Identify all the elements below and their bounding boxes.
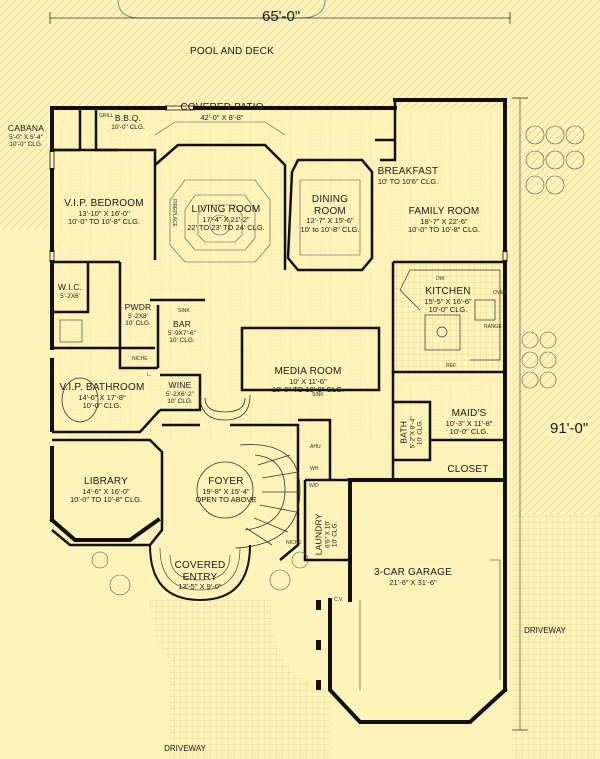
driveway-right-label: DRIVEWAY (524, 626, 566, 635)
cv-label: C.V. (334, 597, 344, 603)
covered-entry-label: COVERED ENTRY 13'-5" X 9'-0" (174, 560, 226, 591)
living-room-label: LIVING ROOM 17'-4" X 21'-2" 22' TO 23' T… (187, 204, 265, 233)
garage-label: 3-CAR GARAGE 21'-6" X 31'-6" (374, 567, 452, 587)
vip-bathroom-label: V.I.P. BATHROOM 14'-6" X 17'-8" 10'-0" C… (59, 382, 145, 411)
breakfast-label: BREAKFAST 10' TO 10'6" CLG. (377, 166, 439, 186)
wine-label: WINE 5'-2X6'-2" 10' CLG. (166, 380, 194, 406)
family-room-label: FAMILY ROOM 18'-7" X 22'-6" 10'-0" TO 10… (407, 206, 481, 235)
garage-floor (350, 480, 508, 720)
l-label: L. (147, 372, 152, 378)
oven-label: OVEN (493, 290, 508, 296)
closet-label: CLOSET (447, 464, 489, 475)
foyer-label: FOYER 19'-8" X 15'-4" OPEN TO ABOVE (195, 476, 257, 505)
library-label: LIBRARY 14'-6" X 16'-0" 10'-0" TO 10'-8"… (69, 476, 143, 505)
bath-label: BATH 5'-2"X 8'-4" 10' CLG. (398, 416, 424, 449)
vip-bedroom-label: V.I.P. BEDROOM 13'-10" X 16'-0" 10'-0" T… (64, 198, 144, 227)
maids-label: MAID'S 10'-3" X 11'-8" 10'-0" CLG. (445, 408, 493, 437)
vanity (59, 319, 83, 343)
width-dimension: 65'-0" (262, 8, 301, 25)
dining-room-label: DINING ROOM 12'-7" X 15'-6" 10' to 10'-8… (300, 194, 360, 234)
driveway-bottom-label: DRIVEWAY (164, 744, 206, 753)
niche-label-foyer: NICHE (286, 540, 302, 546)
sink-label-media: SINK (312, 392, 324, 398)
range-label: RANGE (484, 324, 502, 330)
laundry-label: LAUNDRY 6'6" X 10' 10' CLG. (313, 513, 339, 556)
pool-label: POOL AND DECK (190, 46, 274, 57)
bathtub (61, 377, 99, 423)
grill-label: GRILL (99, 113, 114, 119)
covered-patio-label: COVERED PATIO 42'-0" X 8'-8" (180, 102, 264, 122)
cabana-label: CABANA 5'-0" X 5'-4" 10'-0" CLG. (7, 123, 45, 149)
media-room-label: MEDIA ROOM 10' X 11'-6" 10'-0" TO 10'-8"… (271, 366, 345, 395)
ahu-label: AHU (310, 444, 321, 450)
ref-label: REF (446, 363, 456, 369)
dw-label: DW (436, 276, 445, 282)
bar-label: BAR 5'-9X7'-6" 10' CLG. (168, 319, 196, 345)
niche-label-pwdr: NICHE (132, 356, 148, 362)
fireplace-label: FIREPLACE (170, 199, 177, 227)
bbq-label: B.B.Q. 10'-0" CLG. (111, 113, 145, 131)
depth-dimension: 91'-0" (548, 420, 591, 437)
driveway-bottom-area (150, 600, 330, 759)
wic-label: W.I.C. 5'-2X6' (57, 282, 83, 300)
kitchen-floor (393, 262, 505, 372)
pwdr-label: PWDR 5'-2X8' 10' CLG. (124, 302, 152, 328)
wh-label: WH (310, 466, 319, 472)
driveway-right-area (512, 515, 600, 759)
wd-label: W/D (309, 483, 319, 489)
kitchen-label: KITCHEN 15'-5" X 16'-6" 10'-0" CLG. (424, 286, 472, 315)
sink-label-bar: SINK (178, 308, 190, 314)
